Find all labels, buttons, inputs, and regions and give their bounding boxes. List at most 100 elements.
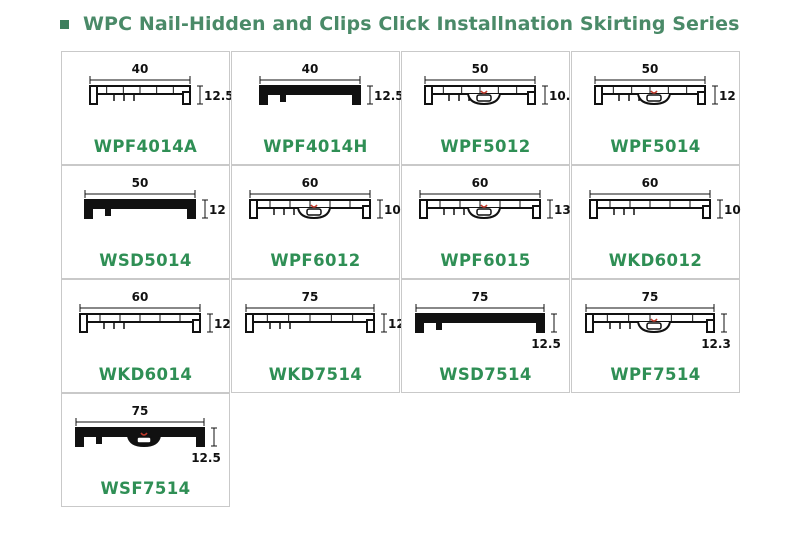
height-value: 12 (209, 203, 226, 217)
section-header: WPC Nail-Hidden and Clips Click Installn… (60, 6, 740, 42)
height-value: 12.5 (191, 451, 221, 465)
profile-shape (79, 313, 201, 333)
profile-drawing: 50 12 (84, 176, 226, 219)
width-dimension: 60 (79, 290, 201, 312)
profile-drawing: 75 12.3 (585, 290, 731, 351)
profile-drawing: 50 12 (594, 62, 736, 106)
profile-drawing: 60 13.5 (419, 176, 571, 220)
width-dimension: 60 (419, 176, 541, 198)
height-dimension: 12.5 (191, 427, 221, 465)
profile-shape (424, 85, 536, 106)
profile-drawing: 60 10.5 (249, 176, 401, 220)
profile-drawing: 75 12.5 (245, 290, 401, 333)
product-code: WPF4014A (93, 137, 198, 156)
width-value: 75 (472, 290, 489, 304)
width-dimension: 40 (259, 62, 361, 84)
profile-shape (84, 199, 196, 219)
width-dimension: 75 (245, 290, 375, 312)
height-dimension: 12.5 (367, 85, 401, 105)
height-dimension: 12.5 (381, 313, 401, 333)
height-value: 10.5 (549, 89, 571, 103)
height-dimension: 10.5 (542, 85, 571, 105)
profile-shape (89, 85, 191, 105)
product-code: WSD7514 (439, 365, 532, 384)
height-value: 12.5 (531, 337, 561, 351)
width-dimension: 50 (84, 176, 196, 198)
width-value: 60 (642, 176, 659, 190)
product-code: WPF4014H (263, 137, 368, 156)
product-card: 60 13.5WPF6015 (401, 165, 571, 279)
height-dimension: 10.5 (717, 199, 741, 219)
height-value: 12.5 (374, 89, 401, 103)
profile-shape (415, 313, 545, 333)
height-dimension: 10.5 (377, 199, 401, 219)
width-dimension: 60 (589, 176, 711, 198)
profile-shape (594, 85, 706, 106)
profile-drawing: 40 12.5 (259, 62, 401, 105)
height-dimension: 12.5 (197, 85, 231, 105)
product-code: WKD6014 (98, 365, 193, 384)
height-value: 12.3 (701, 337, 731, 351)
width-value: 40 (132, 62, 149, 76)
product-code: WSF7514 (100, 479, 191, 498)
product-code: WPF5014 (610, 137, 701, 156)
width-value: 60 (132, 290, 149, 304)
profile-shape (249, 199, 371, 220)
height-value: 10.5 (384, 203, 401, 217)
product-code: WPF6012 (270, 251, 361, 270)
height-dimension: 12.5 (531, 313, 561, 351)
height-value: 12.5 (204, 89, 231, 103)
height-value: 13.5 (554, 203, 571, 217)
width-value: 60 (472, 176, 489, 190)
product-card: 60 10.5WKD6012 (571, 165, 741, 279)
product-card: 60 12.5WKD6014 (61, 279, 231, 393)
height-value: 12.5 (388, 317, 401, 331)
height-dimension: 12.3 (701, 313, 731, 351)
profile-shape (75, 427, 205, 448)
width-value: 50 (132, 176, 149, 190)
product-card: 75 12.5WKD7514 (231, 279, 401, 393)
profile-shape (585, 313, 715, 334)
page-title: WPC Nail-Hidden and Clips Click Installn… (83, 13, 740, 35)
width-value: 60 (302, 176, 319, 190)
height-value: 12.5 (214, 317, 231, 331)
width-dimension: 75 (585, 290, 715, 312)
width-value: 50 (642, 62, 659, 76)
product-code: WPF7514 (610, 365, 701, 384)
product-code: WPF6015 (440, 251, 531, 270)
product-code: WKD6012 (608, 251, 703, 270)
profile-shape (259, 85, 361, 105)
product-code: WSD5014 (99, 251, 192, 270)
profile-drawing: 60 10.5 (589, 176, 741, 219)
height-dimension: 13.5 (547, 199, 571, 219)
profile-drawing: 40 12.5 (89, 62, 231, 105)
height-value: 10.5 (724, 203, 741, 217)
height-dimension: 12 (202, 199, 226, 219)
square-bullet-icon (60, 19, 69, 29)
height-value: 12 (719, 89, 736, 103)
width-dimension: 75 (75, 404, 205, 426)
width-value: 75 (132, 404, 149, 418)
width-dimension: 50 (424, 62, 536, 84)
width-dimension: 40 (89, 62, 191, 84)
width-value: 40 (302, 62, 319, 76)
product-card: 60 10.5WPF6012 (231, 165, 401, 279)
width-value: 75 (302, 290, 319, 304)
profile-drawing: 60 12.5 (79, 290, 231, 333)
profile-shape (245, 313, 375, 333)
width-dimension: 60 (249, 176, 371, 198)
width-dimension: 75 (415, 290, 545, 312)
width-value: 50 (472, 62, 489, 76)
product-code: WKD7514 (268, 365, 363, 384)
profile-drawing: 75 12.5 (75, 404, 221, 465)
profile-shape (589, 199, 711, 219)
profile-drawing: 75 12.5 (415, 290, 561, 351)
